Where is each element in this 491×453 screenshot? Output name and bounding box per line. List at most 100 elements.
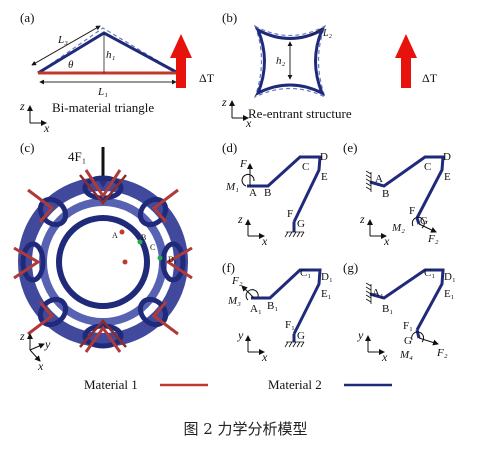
l3-label: L₃ (57, 34, 68, 46)
svg-text:A: A (375, 173, 383, 185)
axes-xz-e: z x (359, 212, 390, 248)
svg-text:y: y (44, 337, 51, 351)
node-c: C (150, 243, 155, 252)
svg-text:E: E (444, 171, 451, 183)
heat-arrow-a (176, 56, 186, 88)
axes-xy-g: y x (357, 328, 388, 364)
e-beam (369, 155, 445, 219)
d-moment-m1 (241, 173, 255, 187)
svg-text:D₁: D₁ (444, 271, 456, 283)
svg-text:B₁: B₁ (267, 300, 278, 312)
f-beam (251, 268, 322, 335)
e-force-f2 (418, 223, 437, 233)
svg-text:M₁: M₁ (225, 181, 239, 193)
re-entrant-cell (254, 26, 326, 97)
load-label: 4F₁ (68, 149, 86, 164)
e-clamp (365, 170, 372, 192)
svg-text:G: G (297, 218, 305, 230)
panel-d: (d) F₁ M₁ A B C D E F G z x (222, 140, 328, 248)
axes-xy-f: y x (237, 328, 268, 364)
axes-xz-d: z x (237, 212, 268, 248)
svg-text:z: z (19, 329, 25, 343)
svg-text:C: C (302, 161, 309, 173)
svg-text:E₁: E₁ (321, 288, 332, 300)
svg-text:F₁: F₁ (403, 320, 413, 332)
axes-xyz-c: z y x (19, 329, 51, 373)
svg-text:C₁: C₁ (300, 267, 311, 279)
panel-c: (c) 4F₁ (13, 140, 193, 373)
panel-g: (g) A₁ B₁ C₁ D₁ E₁ F₁ G M₄ F₂ y x (343, 260, 456, 364)
svg-text:D: D (320, 151, 328, 163)
panel-b-caption: Re-entrant structure (248, 106, 352, 121)
deformed-triangle (37, 27, 179, 74)
node-a: A (112, 231, 118, 240)
panel-a: (a) L₃ θ h₁ L₁ z x Bi-material triangle … (19, 10, 215, 135)
svg-text:A₁: A₁ (372, 287, 384, 299)
svg-text:y: y (237, 328, 244, 342)
delta-t-a: ΔT (199, 71, 215, 85)
deformed-re-entrant (253, 24, 327, 99)
svg-text:M₃: M₃ (227, 295, 241, 307)
svg-text:C₁: C₁ (424, 267, 435, 279)
l1-label: L₁ (97, 86, 108, 98)
f-force-f2 (241, 285, 255, 299)
legend: Material 1 Material 2 (84, 377, 392, 392)
svg-text:F₁: F₁ (285, 319, 295, 331)
g-force-f2 (418, 337, 439, 346)
svg-text:z: z (359, 212, 365, 226)
svg-text:F: F (287, 208, 293, 220)
svg-text:y: y (357, 328, 364, 342)
theta-label: θ (68, 59, 74, 71)
axes-xz-a: z x (19, 99, 50, 135)
g-moment-m4 (411, 331, 425, 343)
h2-label: h₂ (276, 55, 286, 67)
svg-text:E: E (321, 171, 328, 183)
panel-e-tag: (e) (343, 140, 357, 155)
svg-text:A₁: A₁ (250, 303, 262, 315)
svg-text:M₂: M₂ (391, 222, 405, 234)
panel-g-tag: (g) (343, 260, 358, 275)
panel-c-tag: (c) (20, 140, 34, 155)
g-beam (369, 268, 445, 331)
svg-text:x: x (43, 121, 50, 135)
heat-arrow-b (401, 56, 411, 88)
figure-caption: 图 2 力学分析模型 (183, 420, 308, 438)
panel-d-tag: (d) (222, 140, 237, 155)
panel-b: (b) h₂ L₂ z x Re-entrant structure ΔT (221, 10, 438, 130)
svg-text:F₁: F₁ (239, 158, 251, 170)
panel-b-tag: (b) (222, 10, 237, 25)
svg-text:G: G (404, 335, 412, 347)
svg-text:x: x (261, 350, 268, 364)
svg-text:E₁: E₁ (444, 288, 455, 300)
g-clamp (365, 282, 372, 304)
svg-text:z: z (221, 95, 227, 109)
svg-text:z: z (19, 99, 25, 113)
panel-a-caption: Bi-material triangle (52, 100, 154, 115)
panel-e: (e) A B C D E F G M₂ F₂ z x (343, 140, 451, 248)
l2-dimension (309, 27, 323, 37)
svg-text:F₂: F₂ (231, 275, 243, 287)
delta-t-b: ΔT (422, 71, 438, 85)
panel-f: (f) F₂ M₃ A₁ B₁ C₁ D₁ E₁ F₁ G y x (222, 260, 333, 364)
legend-material-2: Material 2 (268, 377, 322, 392)
e-moment-m2 (411, 216, 425, 229)
svg-text:x: x (381, 350, 388, 364)
svg-text:A: A (249, 187, 257, 199)
node-d1: D₁ (168, 255, 177, 264)
svg-text:x: x (245, 116, 252, 130)
svg-text:B: B (382, 188, 389, 200)
lattice-structure (13, 169, 193, 353)
svg-text:C: C (424, 161, 431, 173)
panel-f-tag: (f) (222, 260, 235, 275)
svg-text:B: B (264, 187, 271, 199)
svg-text:F₂: F₂ (427, 233, 439, 245)
svg-text:z: z (237, 212, 243, 226)
panel-a-tag: (a) (20, 10, 34, 25)
svg-text:M₄: M₄ (399, 349, 413, 361)
h1-label: h₁ (106, 49, 116, 61)
svg-text:G: G (297, 330, 305, 342)
f-ground (284, 341, 305, 348)
node-b: B (141, 233, 146, 242)
